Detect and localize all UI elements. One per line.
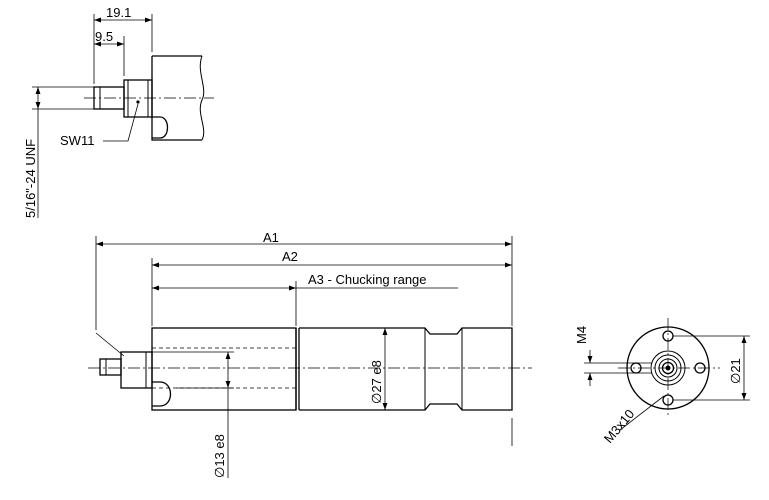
dim-label-9-5: 9.5 bbox=[95, 29, 113, 44]
lower-boss bbox=[152, 381, 172, 407]
dim-label-a2: A2 bbox=[282, 249, 298, 264]
sw11-leader bbox=[103, 103, 139, 142]
detail-housing-break bbox=[199, 55, 205, 141]
output-hex bbox=[120, 351, 153, 389]
thread-spec-label: 5/16"-24 UNF bbox=[23, 139, 38, 218]
dim-label-m4: M4 bbox=[574, 326, 589, 344]
dim-label-a3: A3 - Chucking range bbox=[308, 272, 427, 287]
detail-lower-boss bbox=[152, 116, 169, 139]
dim-label-dia-13: ∅13 e8 bbox=[212, 434, 227, 478]
end-view: M4 ∅21 M3x10 bbox=[574, 318, 750, 446]
side-view: A1 A2 A3 - Chucking range ∅27 e8 ∅13 e8 bbox=[88, 230, 532, 478]
output-shaft bbox=[99, 358, 122, 376]
dim-label-dia-27: ∅27 e8 bbox=[369, 360, 384, 404]
body-rear-section bbox=[299, 327, 513, 411]
detail-view: 19.1 9.5 5/16"-24 UNF SW11 bbox=[23, 5, 214, 218]
detail-center-dot bbox=[136, 100, 140, 104]
dim-label-dia-21: ∅21 bbox=[728, 358, 743, 384]
dim-label-a1: A1 bbox=[263, 230, 279, 245]
dim-label-19-1: 19.1 bbox=[106, 5, 131, 20]
hole-spec-label: M3x10 bbox=[601, 406, 638, 446]
m3-leader bbox=[619, 395, 665, 431]
detail-leader bbox=[95, 332, 125, 357]
body-front-section bbox=[151, 327, 297, 411]
wrench-size-label: SW11 bbox=[60, 133, 94, 148]
